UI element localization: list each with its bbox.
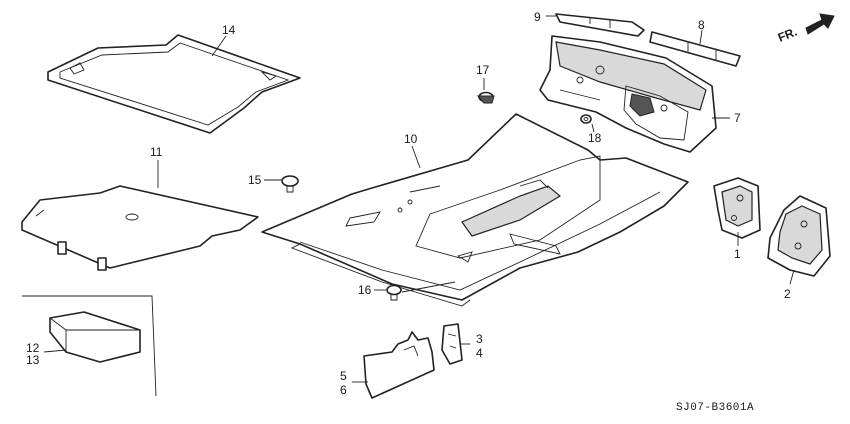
callout-7: 7 [734, 111, 741, 125]
part-8-insulator-strip [649, 31, 741, 67]
callout-4: 4 [476, 346, 483, 360]
part-17-clip [476, 91, 495, 104]
inset-frame [22, 295, 157, 397]
part-11-floor-panel [21, 185, 259, 271]
part-3-4-bracket [441, 323, 463, 365]
callout-8: 8 [698, 18, 705, 32]
front-arrow-icon [805, 13, 835, 35]
callout-12: 12 [26, 341, 40, 355]
part-10-floor-carpet [261, 113, 689, 307]
callout-3: 3 [476, 332, 483, 346]
part-14-trunk-mat [47, 34, 301, 134]
diagram-code: SJ07-B3601A [676, 402, 754, 414]
part-16-clip [386, 284, 402, 301]
callout-5: 5 [340, 369, 347, 383]
callout-14: 14 [222, 23, 236, 37]
callout-2: 2 [784, 287, 791, 301]
part-1-side-insulator [713, 177, 761, 239]
part-2-side-insulator [767, 195, 831, 277]
part-12-13-block [49, 311, 141, 363]
callout-6: 6 [340, 383, 347, 397]
callout-18: 18 [588, 131, 602, 145]
callout-11: 11 [150, 145, 163, 159]
front-direction-indicator: FR. [776, 13, 835, 45]
part-5-6-foot-pad [363, 331, 435, 399]
callout-9: 9 [534, 10, 541, 24]
callout-10: 10 [404, 132, 418, 146]
callout-1: 1 [734, 247, 741, 261]
part-9-insulator-strip [555, 13, 645, 37]
callout-15: 15 [248, 173, 262, 187]
front-label: FR. [776, 25, 799, 45]
callout-13: 13 [26, 353, 40, 367]
callout-16: 16 [358, 283, 372, 297]
part-7-dash-insulator [539, 35, 717, 153]
part-18-grommet [580, 114, 592, 124]
part-15-clip [281, 175, 299, 193]
callout-17: 17 [476, 63, 490, 77]
